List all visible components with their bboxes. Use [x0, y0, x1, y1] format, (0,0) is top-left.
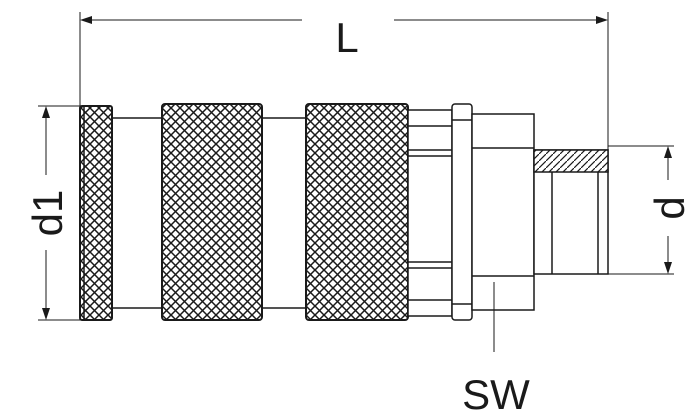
wrench-size-label: SW: [462, 371, 530, 418]
body-segment: [407, 109, 453, 317]
collar-shaft: [111, 117, 163, 309]
thread-diameter-label: d: [646, 196, 693, 219]
knurled-ring-front: [79, 105, 113, 321]
middle-shaft: [261, 117, 309, 309]
arrow-top: [42, 106, 50, 118]
hex-nut: [471, 113, 535, 311]
length-label: L: [335, 14, 358, 61]
coupling-body: [79, 103, 609, 321]
arrow-bottom: [42, 308, 50, 320]
outer-diameter-label: d1: [24, 190, 71, 237]
dimension-length: L: [79, 12, 609, 150]
arrow-left: [80, 16, 92, 24]
arrow-bottom: [664, 262, 672, 274]
arrow-right: [596, 16, 608, 24]
dimension-wrench-size: SW: [462, 282, 530, 418]
arrow-top: [664, 146, 672, 158]
thread-hatch: [533, 149, 609, 173]
dimension-outer-diameter: d1: [24, 105, 84, 321]
knurled-sleeve: [161, 103, 263, 321]
knurled-sleeve-rear: [305, 103, 409, 321]
dimension-thread-diameter: d: [608, 145, 693, 275]
flange: [451, 103, 473, 321]
